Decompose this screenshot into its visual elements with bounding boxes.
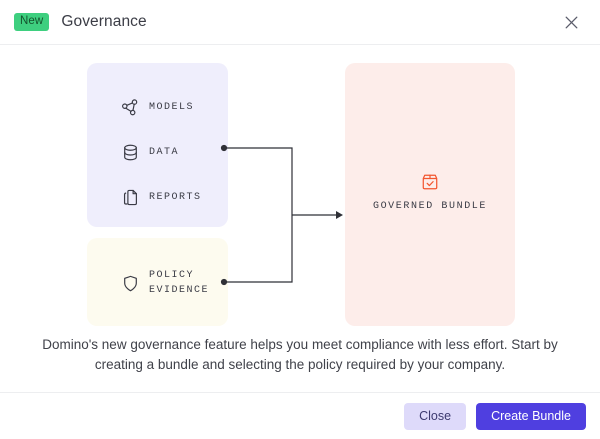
sources-card: MODELS DATA <box>87 63 228 227</box>
source-label-reports: REPORTS <box>149 191 202 203</box>
close-button[interactable]: Close <box>404 402 467 430</box>
source-item-reports: REPORTS <box>120 186 202 208</box>
description-text: Domino's new governance feature helps yo… <box>42 337 558 372</box>
modal-header: New Governance <box>0 0 600 45</box>
source-item-models: MODELS <box>120 96 202 118</box>
source-item-data: DATA <box>120 141 202 163</box>
package-check-icon <box>420 172 440 192</box>
modal-footer: Close Create Bundle <box>0 392 600 439</box>
governed-bundle-content: GOVERNED BUNDLE <box>345 172 515 212</box>
source-label-models: MODELS <box>149 101 195 113</box>
policy-evidence-card: POLICY EVIDENCE <box>87 238 228 326</box>
source-label-data: DATA <box>149 146 180 158</box>
sources-list: MODELS DATA <box>120 96 202 208</box>
modal-body: MODELS DATA <box>0 45 600 392</box>
governed-bundle-label: GOVERNED BUNDLE <box>372 201 487 212</box>
page-title: Governance <box>61 13 147 30</box>
close-icon[interactable] <box>558 9 584 35</box>
policy-label-line1: POLICY <box>149 270 195 281</box>
governance-diagram: MODELS DATA <box>0 45 600 335</box>
database-icon <box>120 142 140 162</box>
network-nodes-icon <box>120 97 140 117</box>
governed-bundle-card: GOVERNED BUNDLE <box>345 63 515 326</box>
new-badge: New <box>14 13 50 31</box>
create-bundle-button[interactable]: Create Bundle <box>476 402 586 430</box>
policy-label-line2: EVIDENCE <box>149 285 210 296</box>
documents-copy-icon <box>120 187 140 207</box>
shield-icon <box>120 273 140 293</box>
policy-evidence-label: POLICY EVIDENCE <box>149 268 209 298</box>
policy-evidence-content: POLICY EVIDENCE <box>120 268 209 298</box>
